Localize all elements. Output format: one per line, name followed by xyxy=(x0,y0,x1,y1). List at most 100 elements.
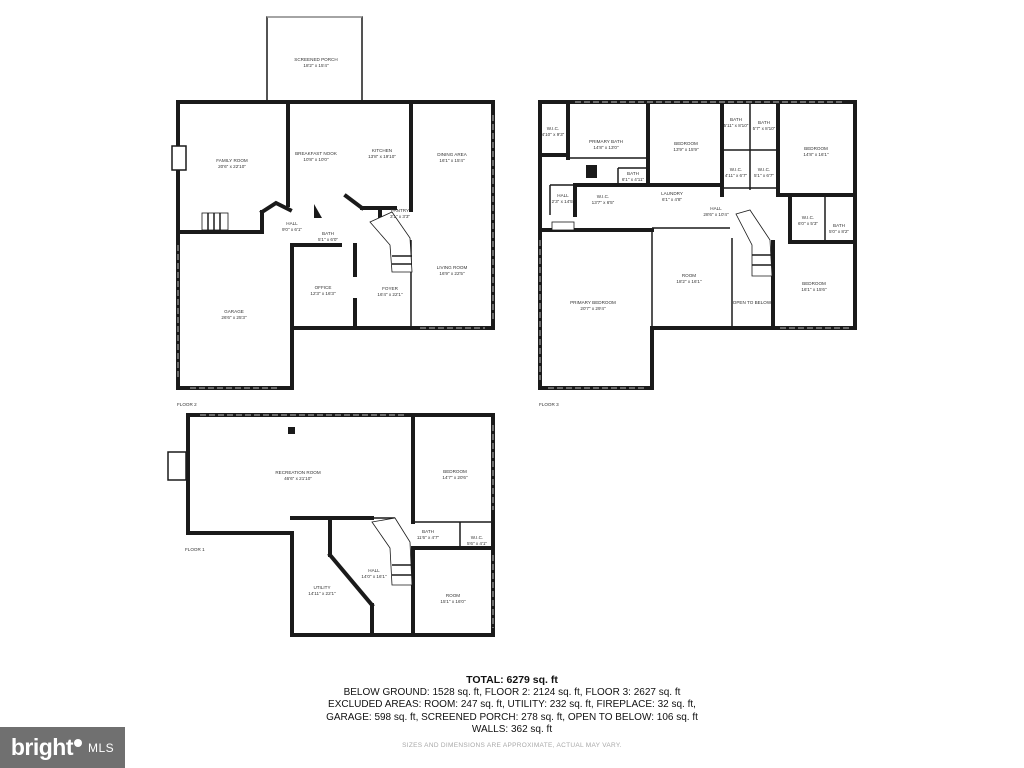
room-name: FOYER xyxy=(382,286,399,291)
logo-suffix: MLS xyxy=(87,740,115,755)
svg-text:W.I.C.5'1" x 6'7": W.I.C.5'1" x 6'7" xyxy=(754,167,774,178)
fireplace-floor-1 xyxy=(167,451,187,481)
room-name: OFFICE xyxy=(315,285,332,290)
stairs-floor-2 xyxy=(201,212,229,231)
room-name: ROOM xyxy=(682,273,696,278)
room-name: BATH xyxy=(730,117,742,122)
floor-label: FLOOR 1 xyxy=(185,547,205,552)
room-name: W.I.C. xyxy=(802,215,815,220)
room-dims: 2'3" x 14'5" xyxy=(552,199,575,204)
room-dims: 3'1" x 3'3" xyxy=(390,214,410,219)
room-dims: 26'6" x 25'3" xyxy=(221,315,247,320)
room-dims: 13'9" x 15'9" xyxy=(673,147,699,152)
floor-1-exterior-wall xyxy=(186,413,495,637)
room-dims: 12'3" x 16'3" xyxy=(310,291,336,296)
room-dims: 5'11" x 8'10" xyxy=(724,123,749,128)
logo-brand: bright xyxy=(10,734,74,760)
walls-area: WALLS: 362 sq. ft xyxy=(471,724,553,735)
room-dims: 5'7" x 8'10" xyxy=(753,126,776,131)
room-dims: 16'4" x 22'1" xyxy=(377,292,403,297)
room-dims: 13'7" x 6'5" xyxy=(592,200,615,205)
room-name: BEDROOM xyxy=(674,141,698,146)
svg-text:W.I.C.4'10" x 9'3": W.I.C.4'10" x 9'3" xyxy=(542,126,565,137)
room-name: BATH xyxy=(758,120,770,125)
room-name: HALL xyxy=(368,568,380,573)
room-name: FAMILY ROOM xyxy=(216,158,248,163)
room-name: BATH xyxy=(627,171,639,176)
room-name: DINING AREA xyxy=(437,152,468,157)
room-dims: 14'7" x 20'6" xyxy=(442,475,468,480)
room-name: BEDROOM xyxy=(802,281,826,286)
room-dims: 6'0" x 5'3" xyxy=(798,221,818,226)
room-dims: 18'2" x 16'1" xyxy=(676,279,702,284)
svg-text:W.I.C.6'0" x 5'3": W.I.C.6'0" x 5'3" xyxy=(798,215,818,226)
floor-label: FLOOR 3 xyxy=(539,402,559,407)
room-dims: 4'10" x 9'3" xyxy=(542,132,565,137)
room-name: OPEN TO BELOW xyxy=(733,300,772,305)
room-name: HALL xyxy=(286,221,298,226)
area-breakdown: BELOW GROUND: 1528 sq. ft, FLOOR 2: 2124… xyxy=(343,686,681,698)
room-dims: 5'6" x 4'1" xyxy=(467,541,487,546)
room-dims: 5'1" x 6'7" xyxy=(754,173,774,178)
floor-label: FLOOR 2 xyxy=(177,402,197,407)
fireplace-floor-2 xyxy=(171,145,187,171)
curved-stairs-floor-3 xyxy=(735,209,773,277)
room-dims: 10'8" x 10'0" xyxy=(303,157,329,162)
room-name: W.I.C. xyxy=(471,535,484,540)
room-dims: 13'8" x 19'10" xyxy=(368,154,396,159)
room-dims: 20'6" x 22'10" xyxy=(218,164,246,169)
room-dims: 20'7" x 29'4" xyxy=(580,306,606,311)
room-name: SCREENED PORCH xyxy=(294,57,337,62)
room-dims: 9'0" x 6'1" xyxy=(282,227,302,232)
excluded-areas-cont: GARAGE: 598 sq. ft, SCREENED PORCH: 278 … xyxy=(326,711,698,723)
svg-text:W.I.C.5'6" x 4'1": W.I.C.5'6" x 4'1" xyxy=(467,535,487,546)
room-name: LAUNDRY xyxy=(661,191,683,196)
room-dims: 14'11" x 22'1" xyxy=(308,591,336,596)
room-dims: 46'6" x 21'10" xyxy=(284,476,312,481)
room-name: RECREATION ROOM xyxy=(275,470,321,475)
room-name: PRIMARY BEDROOM xyxy=(570,300,616,305)
room-dims: 16'9" x 22'5" xyxy=(439,271,465,276)
room-name: PRIMARY BATH xyxy=(589,139,623,144)
room-name: HALL xyxy=(557,193,569,198)
curved-stairs-floor-2 xyxy=(369,211,413,273)
room-name: W.I.C. xyxy=(730,167,743,172)
room-name: BREAKFAST NOOK xyxy=(295,151,338,156)
room-dims: 6'1" x 4'8" xyxy=(662,197,682,202)
curved-stairs-floor-1 xyxy=(371,517,413,586)
room-dims: 16'1" x 15'4" xyxy=(439,158,465,163)
room-name: HALL xyxy=(710,206,722,211)
room-name: PANTRY xyxy=(391,208,409,213)
total-area: TOTAL: 6279 sq. ft xyxy=(466,674,558,686)
room-dims: 4'11" x 6'7" xyxy=(725,173,748,178)
room-dims: 14'8" x 13'0" xyxy=(593,145,619,150)
excluded-areas: EXCLUDED AREAS: ROOM: 247 sq. ft, UTILIT… xyxy=(328,699,696,710)
room-dims: 16'1" x 15'6" xyxy=(801,287,827,292)
room-name: KITCHEN xyxy=(372,148,392,153)
